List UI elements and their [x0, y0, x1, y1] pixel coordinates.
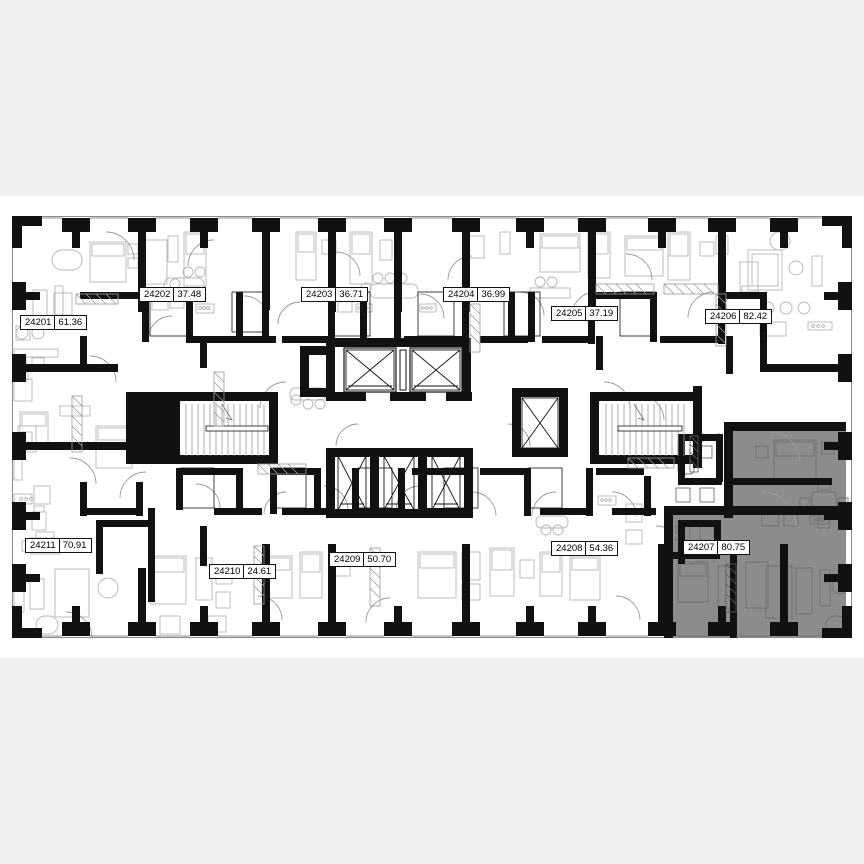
apartment-area: 37.19 [589, 308, 614, 319]
apartment-area: 36.99 [481, 289, 506, 300]
apartment-area: 54.36 [589, 543, 614, 554]
apartment-area: 50.70 [367, 554, 392, 565]
apartment-number: 24208 [552, 542, 587, 555]
apartment-number: 24204 [444, 288, 479, 301]
apartment-area: 80.75 [721, 542, 746, 553]
apartment-area: 70.91 [62, 540, 87, 551]
floor-plan-drawing [0, 196, 864, 658]
apartment-number: 24206 [706, 310, 741, 323]
apartment-number: 24203 [302, 288, 337, 301]
elevator-cabins [337, 349, 559, 511]
apartment-number: 24211 [26, 539, 60, 552]
structural-walls [12, 216, 852, 638]
facade-outline [12, 216, 852, 638]
apartment-area: 37.48 [177, 289, 202, 300]
apartment-number: 24202 [140, 288, 175, 301]
apartment-area: 61.36 [58, 317, 83, 328]
apartment-area: 36.71 [339, 289, 364, 300]
apartment-number: 24209 [330, 553, 365, 566]
stair-treads [185, 403, 685, 456]
window-sills [42, 217, 822, 637]
highlighted-wardrobe-hatching [689, 435, 737, 613]
apartment-area: 82.42 [743, 311, 768, 322]
apartment-number: 24205 [552, 307, 587, 320]
apartment-number: 24207 [684, 541, 719, 554]
apartment-number: 24210 [210, 565, 245, 578]
apartment-number: 24201 [21, 316, 56, 329]
apartment-area: 24.61 [247, 566, 272, 577]
